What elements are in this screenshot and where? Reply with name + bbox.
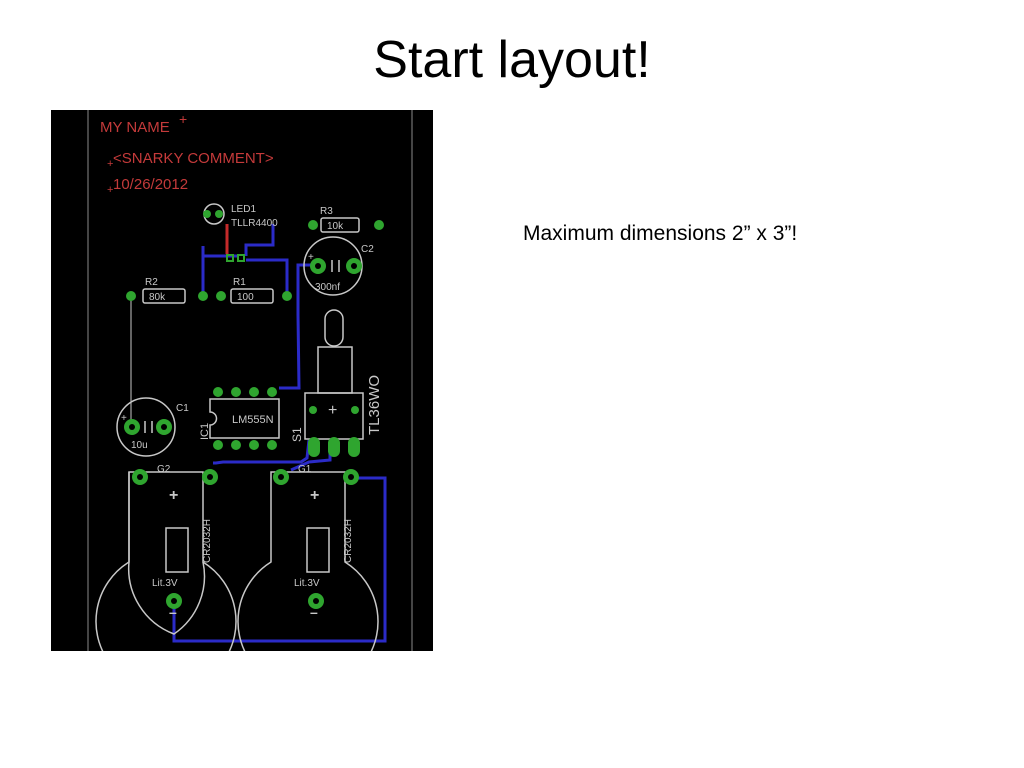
r1-value: 100 xyxy=(237,292,254,303)
pad xyxy=(267,387,277,397)
g2-value: CR2032H xyxy=(202,519,213,563)
r2-ref: R2 xyxy=(145,277,158,288)
r3-value: 10k xyxy=(327,221,344,232)
hole xyxy=(278,474,284,480)
origin-marker: + xyxy=(107,184,113,196)
board-background xyxy=(51,110,433,651)
g2-holder xyxy=(95,471,237,651)
pad xyxy=(126,291,136,301)
c1-outline xyxy=(116,397,176,457)
pad xyxy=(308,437,320,457)
r2-body xyxy=(142,288,186,304)
hole xyxy=(129,424,135,430)
pad xyxy=(213,387,223,397)
hole xyxy=(207,474,213,480)
comment-text: <SNARKY COMMENT> xyxy=(113,150,274,167)
g1-value: CR2032H xyxy=(343,519,354,563)
g2-ref: G2 xyxy=(157,464,171,475)
pad xyxy=(213,440,223,450)
s1-lever xyxy=(324,309,344,347)
pad xyxy=(328,437,340,457)
pad xyxy=(267,440,277,450)
plus-mark: + xyxy=(169,487,178,504)
pad xyxy=(203,210,211,218)
pad xyxy=(231,440,241,450)
s1-value: TL36WO xyxy=(366,375,383,435)
s1-bushing xyxy=(317,346,353,394)
led-value: TLLR4400 xyxy=(231,218,278,229)
g2-slot xyxy=(165,527,189,573)
c2-ref: C2 xyxy=(361,244,374,255)
pad xyxy=(348,437,360,457)
pad xyxy=(351,406,359,414)
pad xyxy=(249,440,259,450)
s1-ref: S1 xyxy=(290,427,304,442)
minus-mark: – xyxy=(169,604,177,620)
g2-rating: Lit.3V xyxy=(152,578,178,589)
pad xyxy=(226,254,234,262)
ic1-value: LM555N xyxy=(232,414,274,426)
pad-holes xyxy=(129,263,357,604)
plus-mark: + xyxy=(328,402,337,419)
origin-marker: + xyxy=(179,111,187,127)
c2-value: 300nf xyxy=(315,282,340,293)
r3-body xyxy=(320,217,360,233)
trace xyxy=(246,258,289,296)
c1-value: 10u xyxy=(131,440,148,451)
cap-symbols xyxy=(144,260,340,433)
pad xyxy=(215,210,223,218)
g1-slot xyxy=(306,527,330,573)
trace xyxy=(244,224,275,256)
pad xyxy=(198,291,208,301)
ic1-body xyxy=(209,398,280,439)
hole xyxy=(351,263,357,269)
hole xyxy=(161,424,167,430)
pad xyxy=(249,387,259,397)
minus-mark: – xyxy=(310,604,318,620)
plus-mark: + xyxy=(310,487,319,504)
hole xyxy=(137,474,143,480)
r1-ref: R1 xyxy=(233,277,246,288)
hole xyxy=(315,263,321,269)
trace xyxy=(213,439,311,465)
silkscreen xyxy=(95,203,379,651)
hole xyxy=(171,598,177,604)
g1-ref: G1 xyxy=(298,464,312,475)
switch-pads xyxy=(308,437,360,457)
g2-outline xyxy=(127,472,206,635)
pcb-canvas: MY NAME + <SNARKY COMMENT> + 10/26/2012 … xyxy=(51,110,433,651)
pcb-layout: MY NAME + <SNARKY COMMENT> + 10/26/2012 … xyxy=(51,110,433,651)
g1-rating: Lit.3V xyxy=(294,578,320,589)
pad xyxy=(374,220,384,230)
date-text: 10/26/2012 xyxy=(113,176,188,193)
trace xyxy=(172,476,387,643)
pad xyxy=(309,406,317,414)
c1-ref: C1 xyxy=(176,403,189,414)
dimension-note: Maximum dimensions 2” x 3”! xyxy=(523,222,798,245)
r3-ref: R3 xyxy=(320,206,333,217)
led-ref: LED1 xyxy=(231,204,256,215)
hole xyxy=(313,598,319,604)
plus-mark: + xyxy=(308,252,314,263)
name-text: MY NAME xyxy=(100,119,170,136)
pad xyxy=(308,220,318,230)
pad xyxy=(216,291,226,301)
pad xyxy=(282,291,292,301)
pad xyxy=(231,387,241,397)
g1-holder xyxy=(237,471,379,651)
ic1-ref: IC1 xyxy=(199,423,211,440)
plus-mark: + xyxy=(121,413,127,424)
slide-title: Start layout! xyxy=(373,31,651,89)
hole xyxy=(348,474,354,480)
r2-value: 80k xyxy=(149,292,166,303)
origin-marker: + xyxy=(107,158,113,170)
r1-body xyxy=(230,288,274,304)
pad xyxy=(237,254,245,262)
